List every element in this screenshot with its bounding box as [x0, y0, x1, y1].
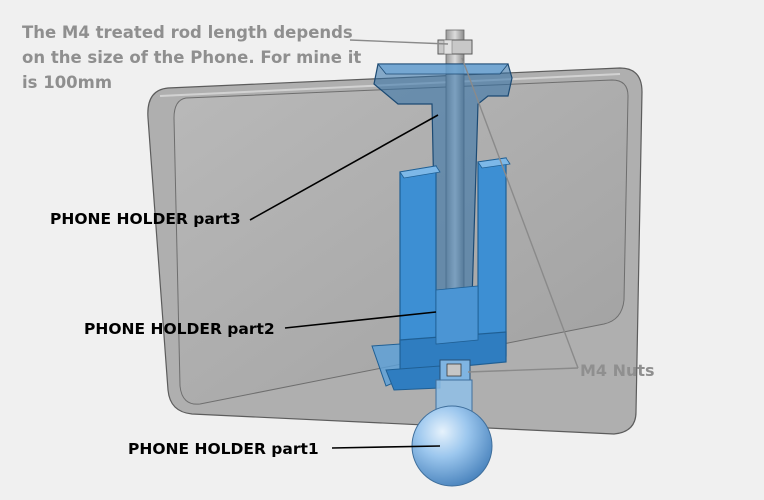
label-part2: PHONE HOLDER part2	[84, 320, 275, 338]
label-part1: PHONE HOLDER part1	[128, 440, 319, 458]
leader-nuts-bottom	[467, 367, 579, 373]
leader-part2	[284, 311, 437, 329]
phone-body	[147, 67, 643, 435]
bottom-m4-nut	[439, 359, 471, 381]
phone-holder-part2	[371, 157, 511, 391]
leader-nuts-top	[461, 57, 579, 369]
phone-holder-part1	[411, 379, 493, 487]
phone-holder-part3	[373, 63, 513, 301]
leader-part3	[249, 114, 439, 221]
top-m4-nut	[437, 39, 473, 55]
leader-rod-note	[349, 39, 449, 45]
label-part3: PHONE HOLDER part3	[50, 210, 241, 228]
rod-length-note: The M4 treated rod length depends on the…	[22, 23, 362, 92]
leader-part1	[331, 445, 441, 449]
leader-lines	[249, 39, 579, 449]
label-m4-nuts: M4 Nuts	[580, 361, 655, 380]
